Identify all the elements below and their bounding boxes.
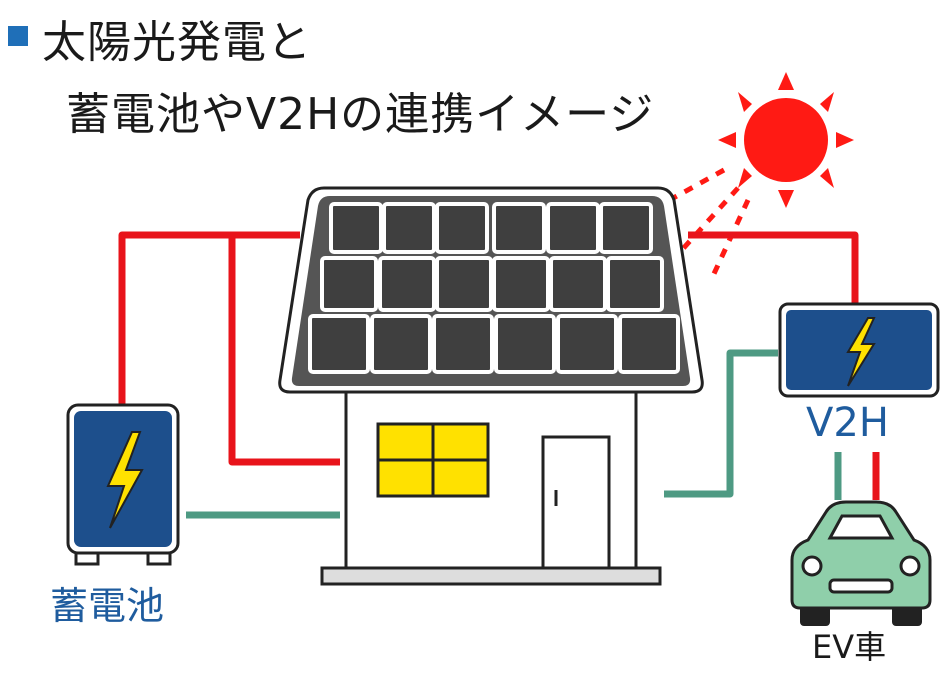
lightning-icon bbox=[106, 431, 144, 529]
power-lines bbox=[118, 231, 880, 500]
lightning-icon bbox=[846, 317, 876, 387]
signal-lines bbox=[186, 349, 842, 519]
door bbox=[541, 435, 611, 570]
battery-icon bbox=[66, 403, 180, 566]
title-line2: 蓄電池やV2Hの連携イメージ bbox=[66, 89, 655, 140]
v2h-charger-icon bbox=[778, 302, 940, 398]
ev-car-icon bbox=[790, 500, 932, 626]
solar-panel-icon bbox=[278, 186, 704, 394]
ev-car-label: EV車 bbox=[812, 628, 887, 666]
title-line1: 太陽光発電と bbox=[42, 17, 312, 68]
battery-label: 蓄電池 bbox=[50, 584, 165, 628]
v2h-label: V2H bbox=[806, 400, 889, 446]
window bbox=[376, 422, 490, 498]
house-icon bbox=[320, 373, 662, 586]
bullet-square-icon bbox=[8, 26, 28, 46]
sun-icon bbox=[718, 72, 854, 208]
